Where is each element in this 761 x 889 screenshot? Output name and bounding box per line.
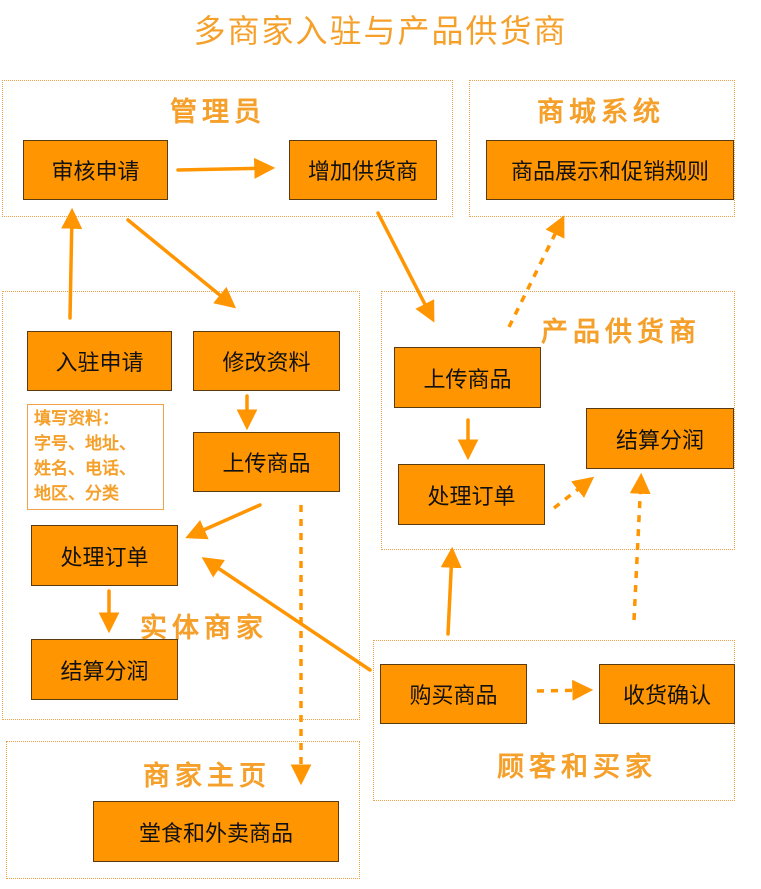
arrow-confirm-to-supplier-settle [629, 472, 651, 621]
supplier-orders-box: 处理订单 [398, 464, 545, 525]
arrow-supplier-to-mall [507, 215, 565, 328]
region-admin [2, 80, 453, 217]
edit-info-box: 修改资料 [193, 331, 340, 391]
arrow-apply-to-review [61, 207, 83, 320]
arrow-review-to-add-supplier [176, 157, 276, 179]
region-label-customer: 顾客和买家 [497, 752, 657, 783]
arrow-buy-to-confirm [536, 679, 594, 701]
review-application-box: 审核申请 [23, 140, 168, 200]
arrow-supplier-orders-to-supplier-settle [552, 476, 595, 510]
arrow-store-upload-to-store-orders [185, 503, 262, 540]
dine-takeout-box: 堂食和外卖商品 [93, 801, 339, 862]
region-store [2, 291, 360, 720]
arrow-review-to-edit-info [126, 218, 237, 309]
note-line: 地区、分类 [34, 484, 119, 504]
note-line: 填写资料： [34, 409, 119, 429]
region-supplier [381, 291, 735, 550]
store-upload-box: 上传商品 [193, 432, 340, 492]
region-label-homepage: 商家主页 [143, 761, 271, 792]
region-label-store: 实体商家 [140, 613, 268, 644]
arrow-buy-to-supplier-box [440, 546, 462, 636]
display-promo-rules-box: 商品展示和促销规则 [486, 140, 734, 200]
buy-goods-box: 购买商品 [380, 664, 527, 724]
note-line: 姓名、电话、 [34, 459, 136, 479]
apply-settle-box: 入驻申请 [27, 331, 172, 391]
region-label-admin: 管理员 [170, 97, 266, 128]
region-label-supplier: 产品供货商 [541, 317, 701, 348]
confirm-receipt-box: 收货确认 [599, 664, 735, 724]
supplier-settle-box: 结算分润 [586, 408, 734, 469]
arrow-buy-to-store-orders [201, 557, 372, 672]
note-line: 字号、地址、 [34, 434, 136, 454]
supplier-upload-box: 上传商品 [394, 347, 541, 408]
store-orders-box: 处理订单 [31, 525, 178, 586]
add-supplier-box: 增加供货商 [289, 140, 437, 200]
registration-info-note: 填写资料： 字号、地址、 姓名、电话、 地区、分类 [27, 404, 164, 510]
store-settle-box: 结算分润 [31, 639, 178, 700]
arrow-add-supplier-to-supplier-upload [376, 211, 435, 323]
region-homepage [6, 741, 360, 879]
region-mall [469, 80, 735, 217]
region-label-mall: 商城系统 [537, 97, 665, 128]
diagram-title: 多商家入驻与产品供货商 [193, 12, 568, 50]
